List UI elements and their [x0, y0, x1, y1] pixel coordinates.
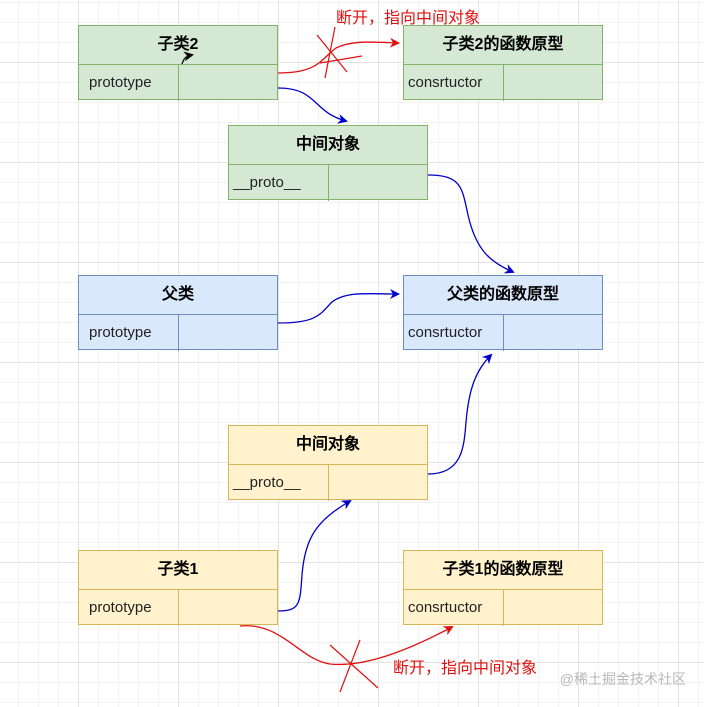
edge-child2-title-small-arrow — [181, 51, 194, 65]
field-label: prototype — [79, 315, 179, 351]
edge-child1-to-intermediate — [277, 499, 352, 612]
node-row: consrtuctor — [404, 314, 602, 351]
annotation-break-top: 断开，指向中间对象 — [336, 10, 481, 27]
break-cross-top — [316, 26, 363, 79]
edge-child1-to-own-prototype-broken — [239, 625, 454, 666]
field-label: consrtuctor — [404, 315, 504, 351]
node-row: consrtuctor — [404, 64, 602, 101]
field-label: consrtuctor — [404, 590, 504, 626]
node-title: 中间对象 — [295, 136, 360, 153]
edge-intermediate-bottom-to-parent-prototype — [427, 353, 493, 475]
node-parent-prototype[interactable]: 父类的函数原型 consrtuctor — [403, 275, 603, 351]
node-title: 父类 — [161, 286, 194, 303]
edge-child2-to-own-prototype-broken — [277, 37, 400, 74]
node-intermediate-top[interactable]: 中间对象 __proto__ — [228, 125, 428, 201]
node-title: 中间对象 — [295, 436, 360, 453]
node-row: __proto__ — [229, 164, 427, 201]
node-title: 子类1 — [157, 561, 199, 578]
node-title: 子类2 — [157, 36, 199, 53]
node-title: 子类2的函数原型 — [442, 36, 564, 53]
node-title: 父类的函数原型 — [446, 286, 559, 303]
node-row: prototype — [79, 589, 277, 626]
field-label: __proto__ — [229, 465, 329, 501]
node-row: __proto__ — [229, 464, 427, 501]
node-row: prototype — [79, 314, 277, 351]
node-child1[interactable]: 子类1 prototype — [78, 550, 278, 626]
node-row: consrtuctor — [404, 589, 602, 626]
node-child1-prototype[interactable]: 子类1的函数原型 consrtuctor — [403, 550, 603, 626]
node-child2[interactable]: 子类2 prototype — [78, 25, 278, 101]
node-parent[interactable]: 父类 prototype — [78, 275, 278, 351]
edge-parent-to-parent-prototype — [277, 288, 400, 324]
field-label: prototype — [79, 590, 179, 626]
node-row: prototype — [79, 64, 277, 101]
node-child2-prototype[interactable]: 子类2的函数原型 consrtuctor — [403, 25, 603, 101]
field-label: __proto__ — [229, 165, 329, 201]
node-title: 子类1的函数原型 — [442, 561, 564, 578]
field-label: consrtuctor — [404, 65, 504, 101]
annotation-break-bottom: 断开，指向中间对象 — [393, 660, 538, 677]
edge-intermediate-top-to-parent-prototype — [427, 174, 515, 274]
edge-child2-to-intermediate — [277, 87, 348, 124]
node-intermediate-bottom[interactable]: 中间对象 __proto__ — [228, 425, 428, 501]
break-cross-bottom — [329, 639, 379, 693]
field-label: prototype — [79, 65, 179, 101]
watermark: @稀土掘金技术社区 — [559, 671, 686, 687]
